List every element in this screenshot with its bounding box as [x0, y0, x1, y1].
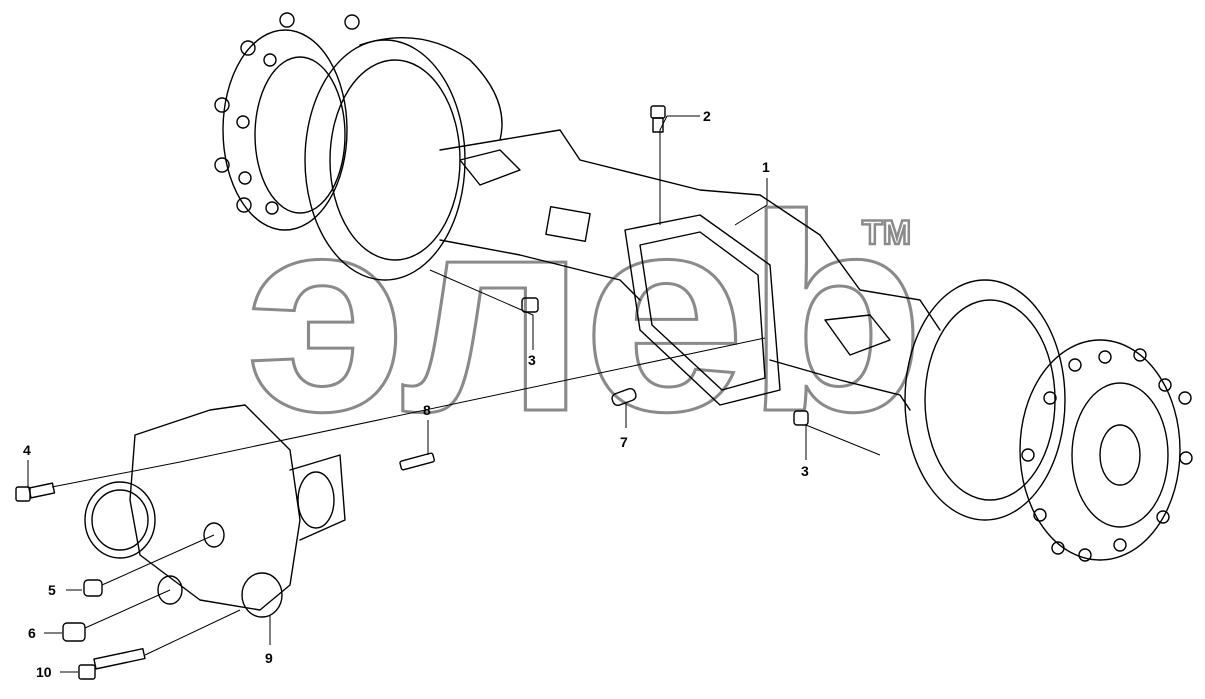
spring-pad-right — [824, 314, 891, 356]
callout-10: 10 — [36, 664, 52, 680]
right-hub-center — [1099, 424, 1141, 486]
carrier-input-bore-inner — [91, 489, 149, 551]
leader-3a — [429, 269, 534, 350]
id-plate — [545, 206, 591, 242]
leader-5b — [101, 534, 215, 586]
left-brake-drum — [304, 39, 466, 281]
carrier-pinion-bore — [241, 572, 283, 618]
right-hub-cap — [1071, 382, 1169, 528]
part-breather — [650, 105, 666, 133]
spring-pad-left — [459, 149, 521, 186]
callout-2: 2 — [703, 108, 711, 124]
leader-10b — [144, 609, 241, 656]
right-wheel-studs — [1021, 348, 1193, 562]
axle-housing — [214, 12, 1193, 562]
carrier-lower-port — [157, 575, 183, 605]
callout-9: 9 — [265, 650, 273, 666]
leader-4b — [51, 337, 766, 488]
part-plug-lower — [793, 410, 809, 426]
part-plug-6 — [62, 622, 86, 642]
part-bolt-long — [78, 648, 146, 680]
carrier-side-flange — [289, 454, 346, 541]
leader-2 — [659, 115, 700, 225]
watermark-trademark: TM — [862, 214, 911, 252]
beam-bottom-edge — [439, 239, 641, 301]
leader-1 — [734, 178, 768, 226]
callout-4: 4 — [23, 442, 31, 458]
part-plug-upper — [521, 297, 539, 313]
leader-3b — [805, 424, 881, 460]
callout-5: 5 — [48, 582, 56, 598]
carrier-body — [129, 404, 301, 611]
part-plug-5 — [83, 579, 103, 597]
differential-carrier — [84, 404, 346, 618]
callout-3-upper: 3 — [528, 352, 536, 368]
carrier-oil-port — [203, 522, 225, 548]
carrier-input-bore — [84, 481, 156, 559]
leader-lines — [27, 115, 881, 673]
beam-top-edge — [439, 129, 941, 331]
watermark: элеb TM — [244, 157, 927, 472]
carrier-flange-face — [624, 214, 781, 406]
left-wheel-studs — [214, 12, 360, 215]
watermark-text: элеb — [245, 158, 925, 470]
callout-1: 1 — [762, 159, 770, 175]
leader-6b — [84, 589, 171, 629]
left-brake-backing — [359, 37, 503, 141]
callout-6: 6 — [28, 625, 36, 641]
callout-8: 8 — [423, 402, 431, 418]
left-hub-flange — [222, 29, 348, 231]
left-hub-inner — [254, 56, 346, 214]
carrier-opening — [639, 231, 766, 391]
right-brake-drum-inner — [924, 299, 1056, 501]
carrier-side-bore — [297, 471, 335, 529]
callout-3-lower: 3 — [801, 463, 809, 479]
callout-labels: 1 2 3 3 4 5 6 7 8 9 10 — [23, 108, 809, 680]
right-brake-drum — [904, 279, 1066, 521]
right-hub-flange — [1019, 339, 1181, 561]
callout-7: 7 — [620, 434, 628, 450]
part-stud — [399, 452, 435, 471]
part-bolt-left — [15, 482, 56, 502]
